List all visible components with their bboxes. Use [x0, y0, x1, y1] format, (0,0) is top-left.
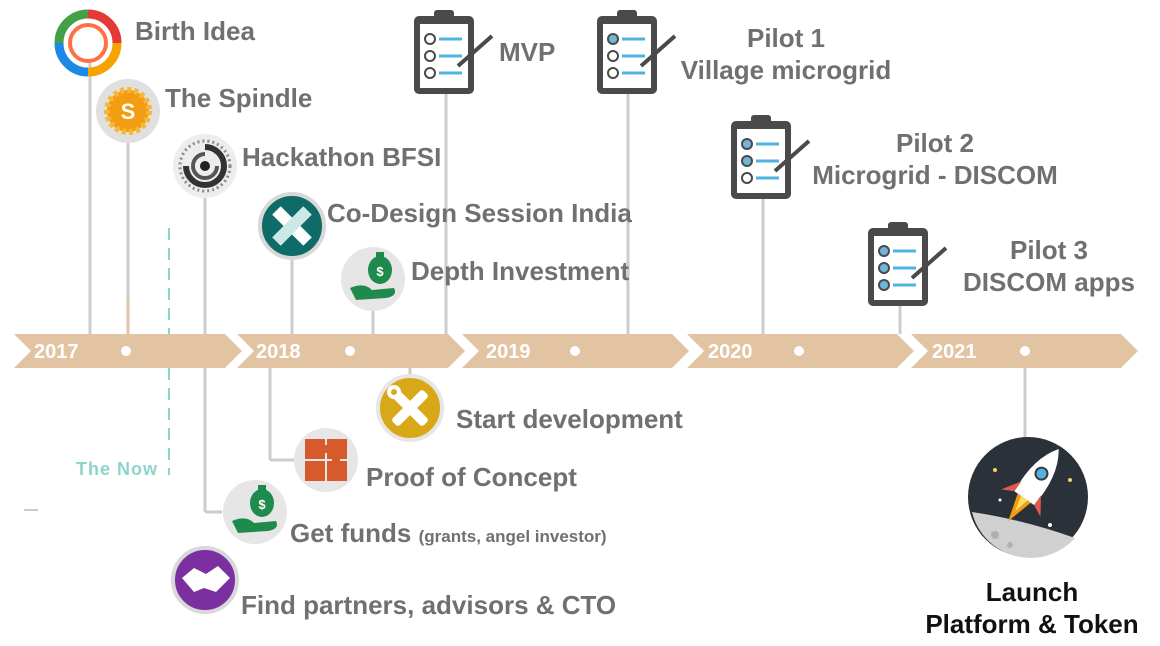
handshake-icon — [171, 546, 239, 614]
milestone-label-pilot-3: Pilot 3 DISCOM apps — [960, 234, 1138, 298]
svg-text:$: $ — [376, 264, 384, 279]
timeline-arrows — [14, 334, 1138, 368]
pilot-1-subtitle: Village microgrid — [680, 55, 892, 85]
milestone-label-depth-investment: Depth Investment — [411, 256, 630, 286]
milestone-label-co-design: Co-Design Session India — [327, 198, 632, 228]
milestone-label-pilot-1: Pilot 1 Village microgrid — [676, 22, 896, 86]
colorful-circle-logo-icon — [54, 9, 122, 77]
year-label-2019: 2019 — [486, 341, 531, 363]
pilot-2-title: Pilot 2 — [895, 128, 974, 158]
tools-icon — [376, 374, 444, 442]
launch-subtitle: Platform & Token — [925, 609, 1139, 639]
pilot-2-subtitle: Microgrid - DISCOM — [812, 160, 1058, 190]
pilot-1-title: Pilot 1 — [746, 23, 825, 53]
milestone-label-birth-idea: Birth Idea — [135, 16, 255, 46]
launch-label: Launch Platform & Token — [918, 576, 1146, 640]
milestone-label-the-spindle: The Spindle — [165, 83, 313, 113]
spindle-logo-icon: S — [96, 79, 160, 143]
milestone-label-proof-of-concept: Proof of Concept — [366, 462, 577, 492]
puzzle-icon — [294, 428, 358, 492]
year-label-2020: 2020 — [708, 341, 753, 363]
year-dots — [121, 346, 1030, 356]
launch-title: Launch — [985, 577, 1079, 607]
year-label-2021: 2021 — [932, 341, 977, 363]
milestone-label-start-development: Start development — [456, 404, 683, 434]
pilot-3-title: Pilot 3 — [1009, 235, 1088, 265]
year-label-2017: 2017 — [34, 341, 79, 363]
svg-text:S: S — [121, 99, 136, 124]
clipboard-checklist-icon — [597, 10, 677, 94]
milestone-label-find-partners: Find partners, advisors & CTO — [241, 590, 617, 620]
year-label-2018: 2018 — [256, 341, 301, 363]
clipboard-checklist-icon — [868, 222, 948, 306]
clipboard-checklist-icon — [414, 10, 494, 94]
milestone-label-hackathon: Hackathon BFSI — [242, 142, 442, 172]
clipboard-checklist-icon — [731, 115, 811, 199]
rocket-icon — [968, 437, 1088, 558]
milestone-label-pilot-2: Pilot 2 Microgrid - DISCOM — [806, 127, 1064, 191]
money-bag-hand-icon: $ — [341, 247, 405, 311]
pilot-3-subtitle: DISCOM apps — [963, 267, 1135, 297]
get-funds-note: (grants, angel investor) — [418, 527, 607, 546]
swirl-logo-icon — [173, 134, 237, 198]
svg-text:$: $ — [258, 497, 266, 512]
get-funds-title: Get funds — [290, 518, 412, 548]
money-bag-hand-icon: $ — [223, 480, 287, 544]
milestone-label-get-funds: Get funds (grants, angel investor) — [290, 520, 607, 546]
milestone-label-mvp: MVP — [499, 37, 556, 67]
now-marker-label: The Now — [76, 459, 158, 479]
pencil-ruler-icon — [258, 192, 326, 260]
